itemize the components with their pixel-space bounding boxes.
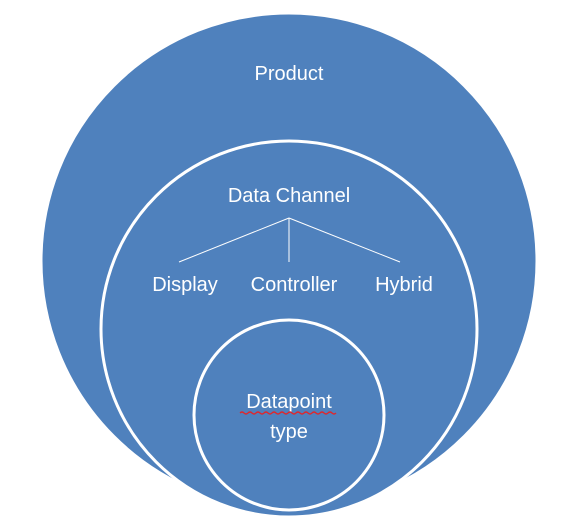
- branch-display-label: Display: [152, 274, 218, 296]
- branch-hybrid-label: Hybrid: [375, 274, 433, 296]
- data-channel-label: Data Channel: [228, 185, 350, 207]
- connector-hybrid: [288, 217, 401, 263]
- type-label: type: [270, 421, 308, 443]
- branch-controller-label: Controller: [251, 274, 338, 296]
- datapoint-type-circle: [192, 318, 386, 512]
- connector-display: [178, 217, 290, 263]
- product-label: Product: [255, 63, 324, 85]
- spellcheck-underline: [239, 411, 337, 415]
- datapoint-label: Datapoint: [246, 391, 332, 413]
